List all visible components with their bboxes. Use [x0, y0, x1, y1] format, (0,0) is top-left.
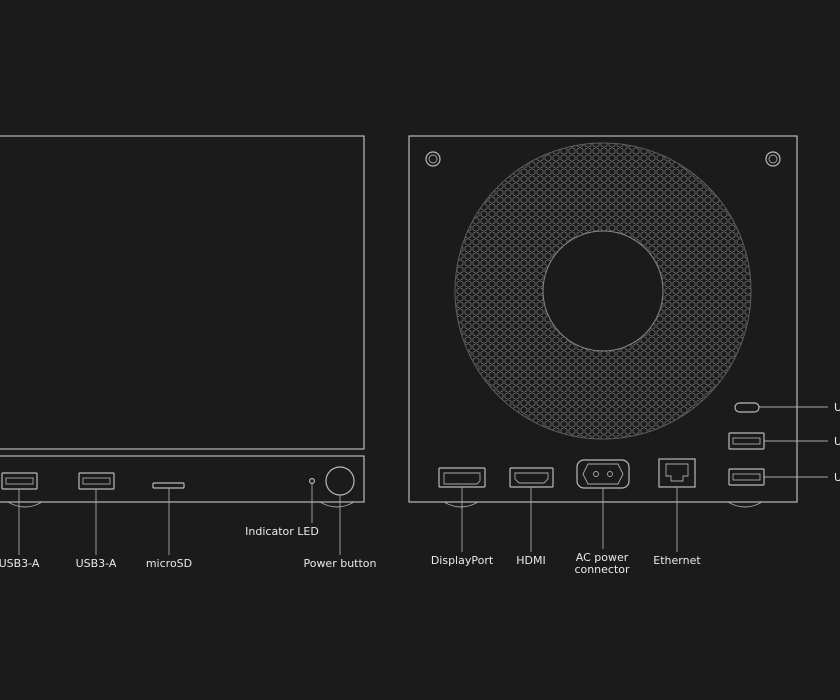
led-icon	[309, 478, 316, 485]
usb-a-port-icon	[728, 468, 765, 486]
ethernet-icon	[658, 458, 696, 488]
screw-icon	[425, 151, 441, 167]
front-view-device: USB3-A USB3-A microSD Indicator LED Powe…	[0, 135, 377, 570]
label-microsd: microSD	[146, 557, 192, 570]
label-right-1: U	[834, 401, 840, 414]
usb-a-port-icon	[78, 472, 115, 490]
front-panel	[0, 455, 365, 503]
front-foot-right	[319, 501, 355, 508]
label-displayport: DisplayPort	[431, 554, 494, 567]
back-foot-left	[443, 501, 479, 508]
usb-a-port-icon	[728, 432, 765, 450]
label-ac-power-line2: connector	[574, 563, 630, 576]
label-indicator-led: Indicator LED	[245, 525, 319, 538]
microsd-slot-icon	[152, 482, 185, 489]
ac-power-icon	[576, 459, 630, 489]
label-right-2: U	[834, 435, 840, 448]
screw-icon	[765, 151, 781, 167]
label-usb3a-1: USB3-A	[0, 557, 40, 570]
label-hdmi: HDMI	[516, 554, 545, 567]
label-right-3: U	[834, 471, 840, 484]
back-view-device: DisplayPort HDMI AC power connector Ethe…	[408, 135, 840, 576]
power-button-icon	[325, 466, 355, 496]
usb-a-port-icon	[1, 472, 38, 490]
displayport-icon	[438, 467, 486, 488]
back-foot-right	[727, 501, 763, 508]
label-ethernet: Ethernet	[653, 554, 701, 567]
usb-c-port-icon	[734, 402, 760, 413]
label-usb3a-2: USB3-A	[76, 557, 117, 570]
front-case-body	[0, 135, 365, 450]
hdmi-icon	[509, 467, 554, 488]
label-ac-power-line1: AC power	[576, 551, 629, 564]
front-foot-left	[7, 501, 43, 508]
label-power-button: Power button	[303, 557, 376, 570]
fan-grille-icon	[454, 142, 752, 440]
